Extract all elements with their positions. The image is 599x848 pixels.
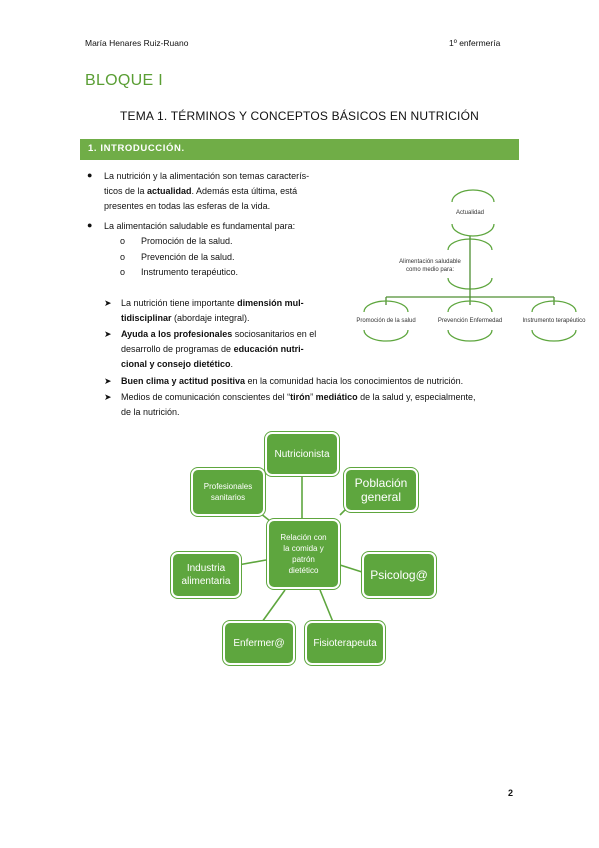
text-line: La nutrición y la alimentación son temas… — [104, 171, 310, 181]
tree-leaf-2: Prevención Enfermedad — [437, 318, 503, 324]
text-line: presentes en todas las esferas de la vid… — [104, 201, 271, 212]
page-number: 2 — [508, 788, 514, 798]
tree-diagram — [363, 189, 577, 342]
sub-bullet-2: Prevención de la salud. — [141, 252, 235, 262]
bullet-icon: ● — [87, 220, 93, 230]
text-line: ticos de la actualidad. Además esta últi… — [104, 186, 298, 197]
leaf-arc-top — [531, 300, 577, 313]
block-title: BLOQUE I — [85, 72, 163, 89]
sub-bullet-marker: o — [120, 236, 126, 246]
arrow-bullet-icon: ➤ — [104, 376, 112, 386]
bullet-icon: ● — [87, 170, 93, 180]
leaf-arc-top — [447, 300, 493, 313]
tree-leaf-1: Promoción de la salud — [356, 318, 416, 324]
leaf-arc-bottom — [363, 329, 409, 342]
arrow-paragraph-3: Buen clima y actitud positiva en la comu… — [121, 376, 464, 386]
topic-title: TEMA 1. TÉRMINOS Y CONCEPTOS BÁSICOS EN … — [120, 109, 479, 123]
section-heading-bar: 1. INTRODUCCIÓN. — [80, 139, 519, 160]
diagram-enfermero: Enfermer@ — [223, 621, 295, 665]
bullet-paragraph-1: La nutrición y la alimentación son temas… — [104, 169, 334, 215]
sub-bullet-3: Instrumento terapéutico. — [141, 267, 239, 277]
leaf-arc-bottom — [447, 329, 493, 342]
sub-bullet-1: Promoción de la salud. — [141, 236, 233, 246]
arrow-bullet-icon: ➤ — [104, 329, 112, 339]
arrow-paragraph-2: Ayuda a los profesionales sociosanitario… — [121, 329, 317, 370]
arrow-bullet-icon: ➤ — [104, 392, 112, 402]
arrow-bullet-icon: ➤ — [104, 298, 112, 308]
root-arc-bottom — [451, 223, 495, 237]
bullet-paragraph-2: La alimentación saludable es fundamental… — [104, 221, 296, 231]
arrow-paragraph-1: La nutrición tiene importante dimensión … — [121, 298, 304, 324]
sub-bullet-marker: o — [120, 252, 126, 262]
header-author: María Henares Ruiz-Ruano — [85, 38, 189, 48]
leaf-arc-top — [363, 300, 409, 313]
root-arc-top — [451, 189, 495, 203]
header-course: 1º enfermería — [449, 38, 501, 48]
diagram-nutricionista: Nutricionista — [265, 432, 339, 476]
diagram-fisioterapeuta: Fisioterapeuta — [305, 621, 385, 665]
diagram-psicologo: Psicolog@ — [362, 552, 436, 598]
arrow-paragraph-4: Medios de comunicación conscientes del “… — [121, 392, 476, 418]
tree-root-label: Actualidad — [455, 210, 485, 216]
tree-leaf-3: Instrumento terapéutico — [522, 318, 586, 324]
leaf-arc-bottom — [531, 329, 577, 342]
section-heading-label: 1. INTRODUCCIÓN. — [88, 143, 185, 154]
sub-bullet-marker: o — [120, 267, 126, 277]
